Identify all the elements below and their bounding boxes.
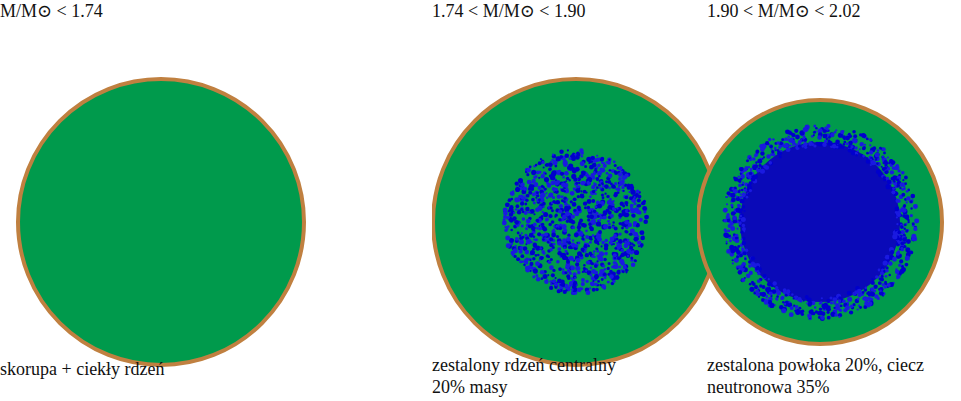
neutron-star-section: 1.90 < M/M⊙ < 2.02 zestalona powłoka 20%,… (697, 0, 952, 401)
star-circle (0, 0, 320, 401)
star-circle (432, 0, 732, 401)
caption: zestalona powłoka 20%, ciecz neutronowa … (707, 354, 947, 398)
caption: skorupa + ciekły rdzeń (0, 358, 300, 380)
solid-region (722, 124, 919, 321)
mass-range-heading: M/M⊙ < 1.74 (0, 0, 320, 22)
neutron-star-section: M/M⊙ < 1.74 skorupa + ciekły rdzeń (0, 0, 320, 401)
liquid-core (18, 79, 304, 365)
neutron-star-section: 1.74 < M/M⊙ < 1.90 zestalony rdzeń centra… (432, 0, 732, 401)
liquid-core (433, 79, 719, 365)
mass-range-heading: 1.90 < M/M⊙ < 2.02 (707, 0, 952, 22)
star-circle (697, 0, 952, 401)
caption: zestalony rdzeń centralny 20% masy (432, 354, 647, 398)
mass-range-heading: 1.74 < M/M⊙ < 1.90 (432, 0, 732, 22)
solid-region (502, 148, 649, 295)
liquid-core (698, 100, 942, 344)
